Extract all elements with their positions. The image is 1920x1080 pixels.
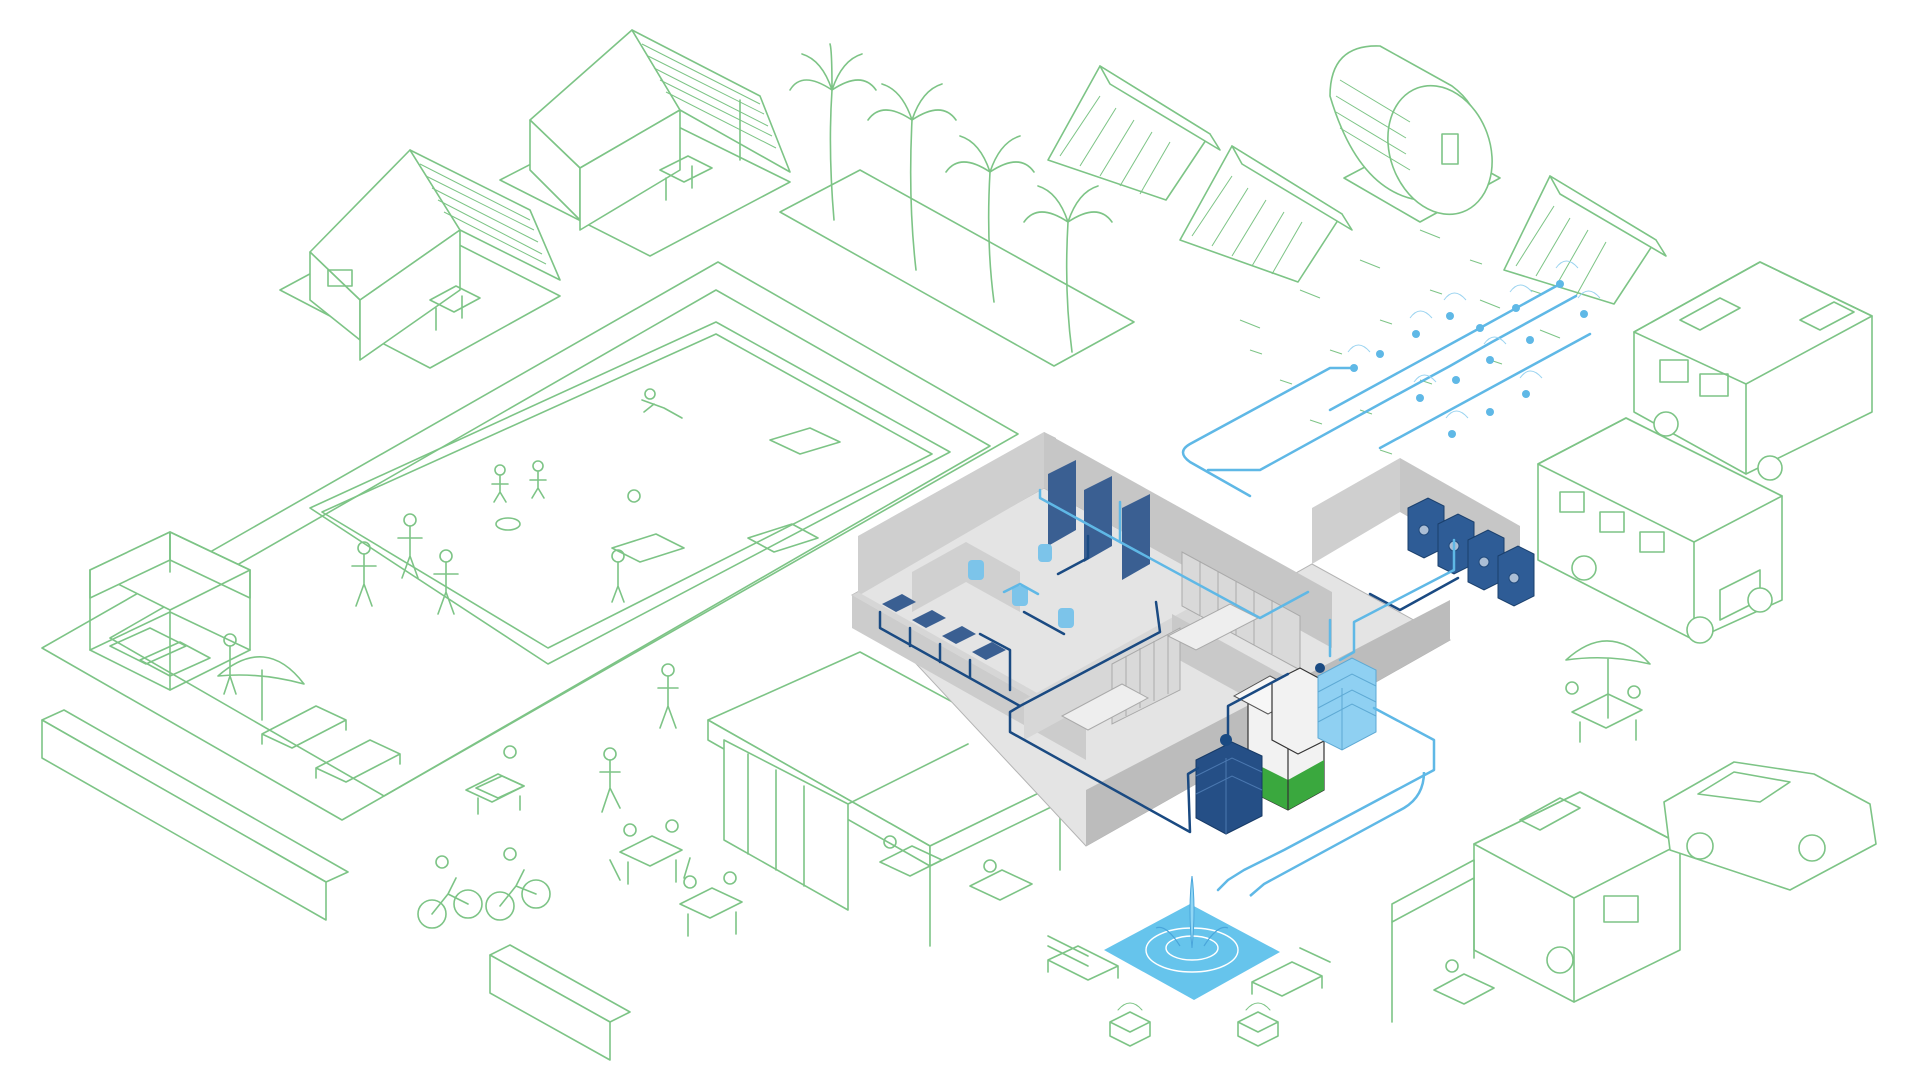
walker: [475, 663, 679, 815]
bicycle-icon: [417, 847, 551, 929]
bench-icon: [465, 773, 1331, 997]
cabin-icon: [279, 149, 561, 369]
tent-icon: [1503, 175, 1667, 305]
camper-van-icon: [1537, 417, 1783, 644]
cabin-icon: [499, 29, 791, 257]
tent-icon: [1179, 145, 1353, 283]
low-wall: [41, 709, 631, 1061]
sanitary-building-cutaway: [851, 260, 1601, 897]
planter: [1109, 1002, 1279, 1047]
parasol-icon: [217, 656, 305, 721]
palm-tree-icon: [779, 43, 1135, 367]
camper-van-icon: [1633, 261, 1873, 481]
toilet: [968, 544, 1074, 628]
fountain-supply-pipe: [1249, 771, 1426, 897]
picnic-table-icon: [1565, 640, 1651, 743]
reuse-water-pipes: [1002, 488, 1456, 892]
tent-icon: [1047, 65, 1221, 201]
caravan-icon: [1391, 791, 1681, 1023]
shower-panel: [1048, 460, 1150, 580]
sprinkler-icon: [1350, 280, 1588, 438]
washing-machine-icon: [1407, 497, 1535, 607]
water-tank-icon: [1317, 657, 1377, 751]
washbasin: [882, 594, 1006, 660]
campsite-sketch-layer: [41, 29, 1877, 1061]
sprinkler-spray: [1347, 260, 1601, 419]
sprinkler-field: [1239, 229, 1561, 455]
picnic-table-icon: [609, 819, 743, 937]
barrel-sauna-icon: [1329, 45, 1501, 223]
fountain-icon: [1104, 875, 1280, 1000]
water-tank-icon: [1232, 667, 1327, 811]
water-tank-icon: [1195, 741, 1263, 835]
greywater-pipes: [878, 534, 1460, 834]
sun-lounger: [223, 633, 401, 783]
gazebo-icon: [89, 531, 251, 691]
irrigation-supply-pipe: [1181, 282, 1592, 498]
car-icon: [1663, 761, 1877, 891]
